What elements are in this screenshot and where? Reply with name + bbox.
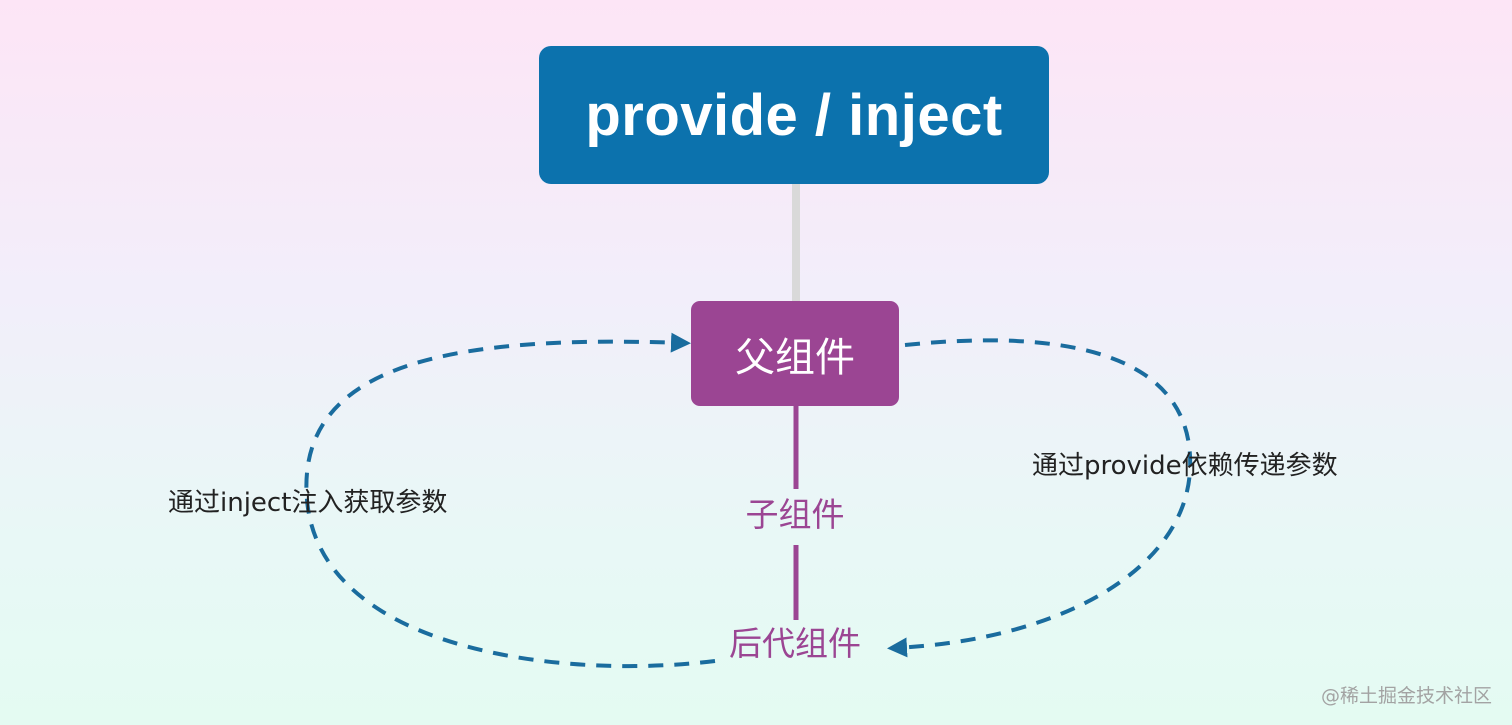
provide-arrow [887, 338, 1193, 658]
child-component-node: 子组件 [745, 495, 845, 534]
inject-arrow-label: 通过inject注入获取参数 [168, 488, 448, 518]
descendant-component-node: 后代组件 [729, 624, 861, 663]
parent-component-node: 父组件 [691, 301, 899, 406]
inject-arrow [304, 332, 716, 669]
watermark: @稀土掘金技术社区 [1320, 685, 1492, 707]
provide-arrow-label: 通过provide依赖传递参数 [1032, 451, 1338, 481]
title-node: provide / inject [539, 46, 1049, 184]
